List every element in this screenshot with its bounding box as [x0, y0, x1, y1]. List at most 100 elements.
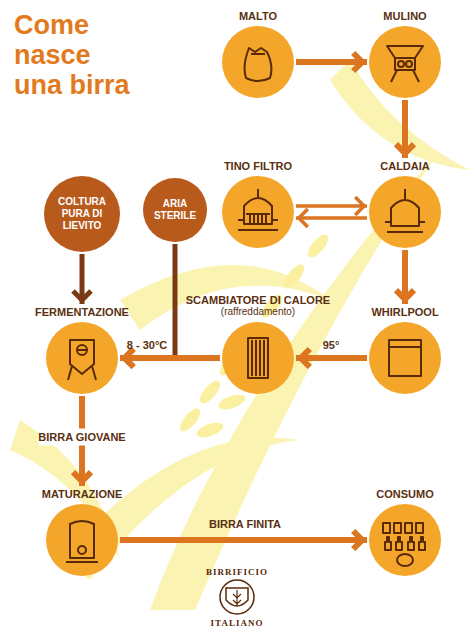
circle-shape	[369, 504, 441, 576]
process-circle: MATURAZIONE	[46, 488, 118, 576]
arrow-line	[402, 250, 408, 304]
equipment-icon	[238, 189, 278, 230]
node-heading: TINO FILTRO	[172, 160, 344, 172]
equipment-icon	[385, 189, 425, 232]
node-label: CALDAIA	[319, 160, 474, 172]
node-label: MULINO	[319, 10, 474, 22]
arrow-head	[73, 291, 91, 300]
circle-shape	[369, 322, 441, 394]
node-label: CONSUMO	[319, 488, 474, 500]
node-heading: SCAMBIATORE DI CALORE(raffreddamento)	[172, 294, 344, 318]
arrow-line	[120, 537, 367, 543]
circle-shape	[46, 504, 118, 576]
node-label: TINO FILTRO	[172, 160, 344, 172]
arrow-line	[402, 100, 408, 158]
ingredient-circle: COLTURA PURA DI LIEVITO	[44, 176, 120, 252]
node-heading: MALTO	[172, 10, 344, 22]
node-label: WHIRLPOOL	[319, 306, 474, 318]
equipment-icon	[66, 521, 98, 562]
arrow-label: BIRRA FINITA	[209, 518, 281, 531]
arrow-head	[73, 472, 91, 481]
process-circle: MALTO	[222, 10, 294, 98]
arrow-line	[296, 355, 367, 361]
process-circle: CONSUMO	[369, 488, 441, 576]
wheat-leaves	[10, 60, 470, 610]
process-circle: CALDAIA	[369, 160, 441, 248]
equipment-icon	[68, 340, 96, 380]
node-heading: WHIRLPOOL	[319, 306, 474, 318]
circle-fill	[369, 26, 441, 98]
ingredient-circle: ARIA STERILE	[143, 178, 207, 242]
node-label: SCAMBIATORE DI CALORE	[172, 294, 344, 306]
arrow-head	[125, 349, 134, 367]
node-label: FERMENTAZIONE	[0, 306, 168, 318]
circle-fill	[46, 504, 118, 576]
circle-fill	[46, 322, 118, 394]
circle-fill	[222, 26, 294, 98]
arrow-line	[120, 355, 220, 361]
arrow-head	[396, 144, 414, 153]
node-heading: MATURAZIONE	[0, 488, 168, 500]
brewery-logo	[220, 580, 254, 614]
equipment-icon	[389, 340, 421, 376]
flow-arrow	[120, 531, 367, 549]
circle-shape	[222, 26, 294, 98]
node-heading: FERMENTAZIONE	[0, 306, 168, 318]
circle-fill	[143, 178, 207, 242]
flow-arrow	[120, 349, 220, 367]
circle-shape	[222, 322, 294, 394]
arrow-line	[296, 204, 367, 208]
flow-arrow	[296, 53, 367, 71]
process-circle: FERMENTAZIONE	[46, 306, 118, 394]
flow-arrow	[296, 197, 367, 227]
circle-fill	[222, 176, 294, 248]
node-heading: MULINO	[319, 10, 474, 22]
arrow-line	[80, 254, 85, 304]
node-heading: CONSUMO	[319, 488, 474, 500]
node-label: MALTO	[172, 10, 344, 22]
arrow-label: 95°	[323, 339, 340, 352]
arrow-head	[353, 53, 362, 71]
flow-arrow	[120, 244, 175, 367]
circle-shape	[369, 26, 441, 98]
logo-text: ITALIANO	[211, 618, 264, 628]
flow-arrow	[73, 254, 91, 304]
circle-fill	[369, 322, 441, 394]
arrow-line	[296, 216, 367, 220]
process-circle: WHIRLPOOL	[369, 306, 441, 394]
arrow-head	[301, 349, 310, 367]
arrow-head	[124, 349, 133, 367]
arrow-head	[353, 531, 362, 549]
circle-fill	[222, 322, 294, 394]
equipment-icon	[387, 46, 423, 82]
node-note: (raffreddamento)	[172, 306, 344, 318]
equipment-icon	[383, 523, 425, 566]
node-heading: CALDAIA	[319, 160, 474, 172]
arrow-head	[396, 290, 414, 299]
wheat-ear	[176, 231, 331, 440]
process-circle: MULINO	[369, 10, 441, 98]
circle-shape	[222, 176, 294, 248]
equipment-icon	[248, 338, 268, 378]
circle-shape	[369, 176, 441, 248]
arrow-head	[299, 209, 308, 227]
node-label: ARIA STERILE	[148, 198, 202, 222]
process-circle: TINO FILTRO	[222, 160, 294, 248]
flow-arrow	[396, 100, 414, 158]
arrow-label: 8 - 30°C	[127, 339, 167, 352]
arrow-line	[296, 59, 367, 65]
circle-fill	[44, 176, 120, 252]
logo-text: BIRRIFICIO	[206, 567, 268, 577]
diagram-title: Come nasce una birra	[14, 10, 142, 100]
arrow-label: BIRRA GIOVANE	[38, 429, 125, 446]
node-label: COLTURA PURA DI LIEVITO	[49, 196, 115, 232]
circle-shape	[46, 322, 118, 394]
circle-fill	[369, 176, 441, 248]
flow-arrow	[396, 250, 414, 304]
process-circle: SCAMBIATORE DI CALORE(raffreddamento)	[222, 294, 294, 394]
arrow-line	[120, 244, 175, 358]
arrow-head	[355, 197, 364, 215]
equipment-icon	[245, 48, 272, 81]
